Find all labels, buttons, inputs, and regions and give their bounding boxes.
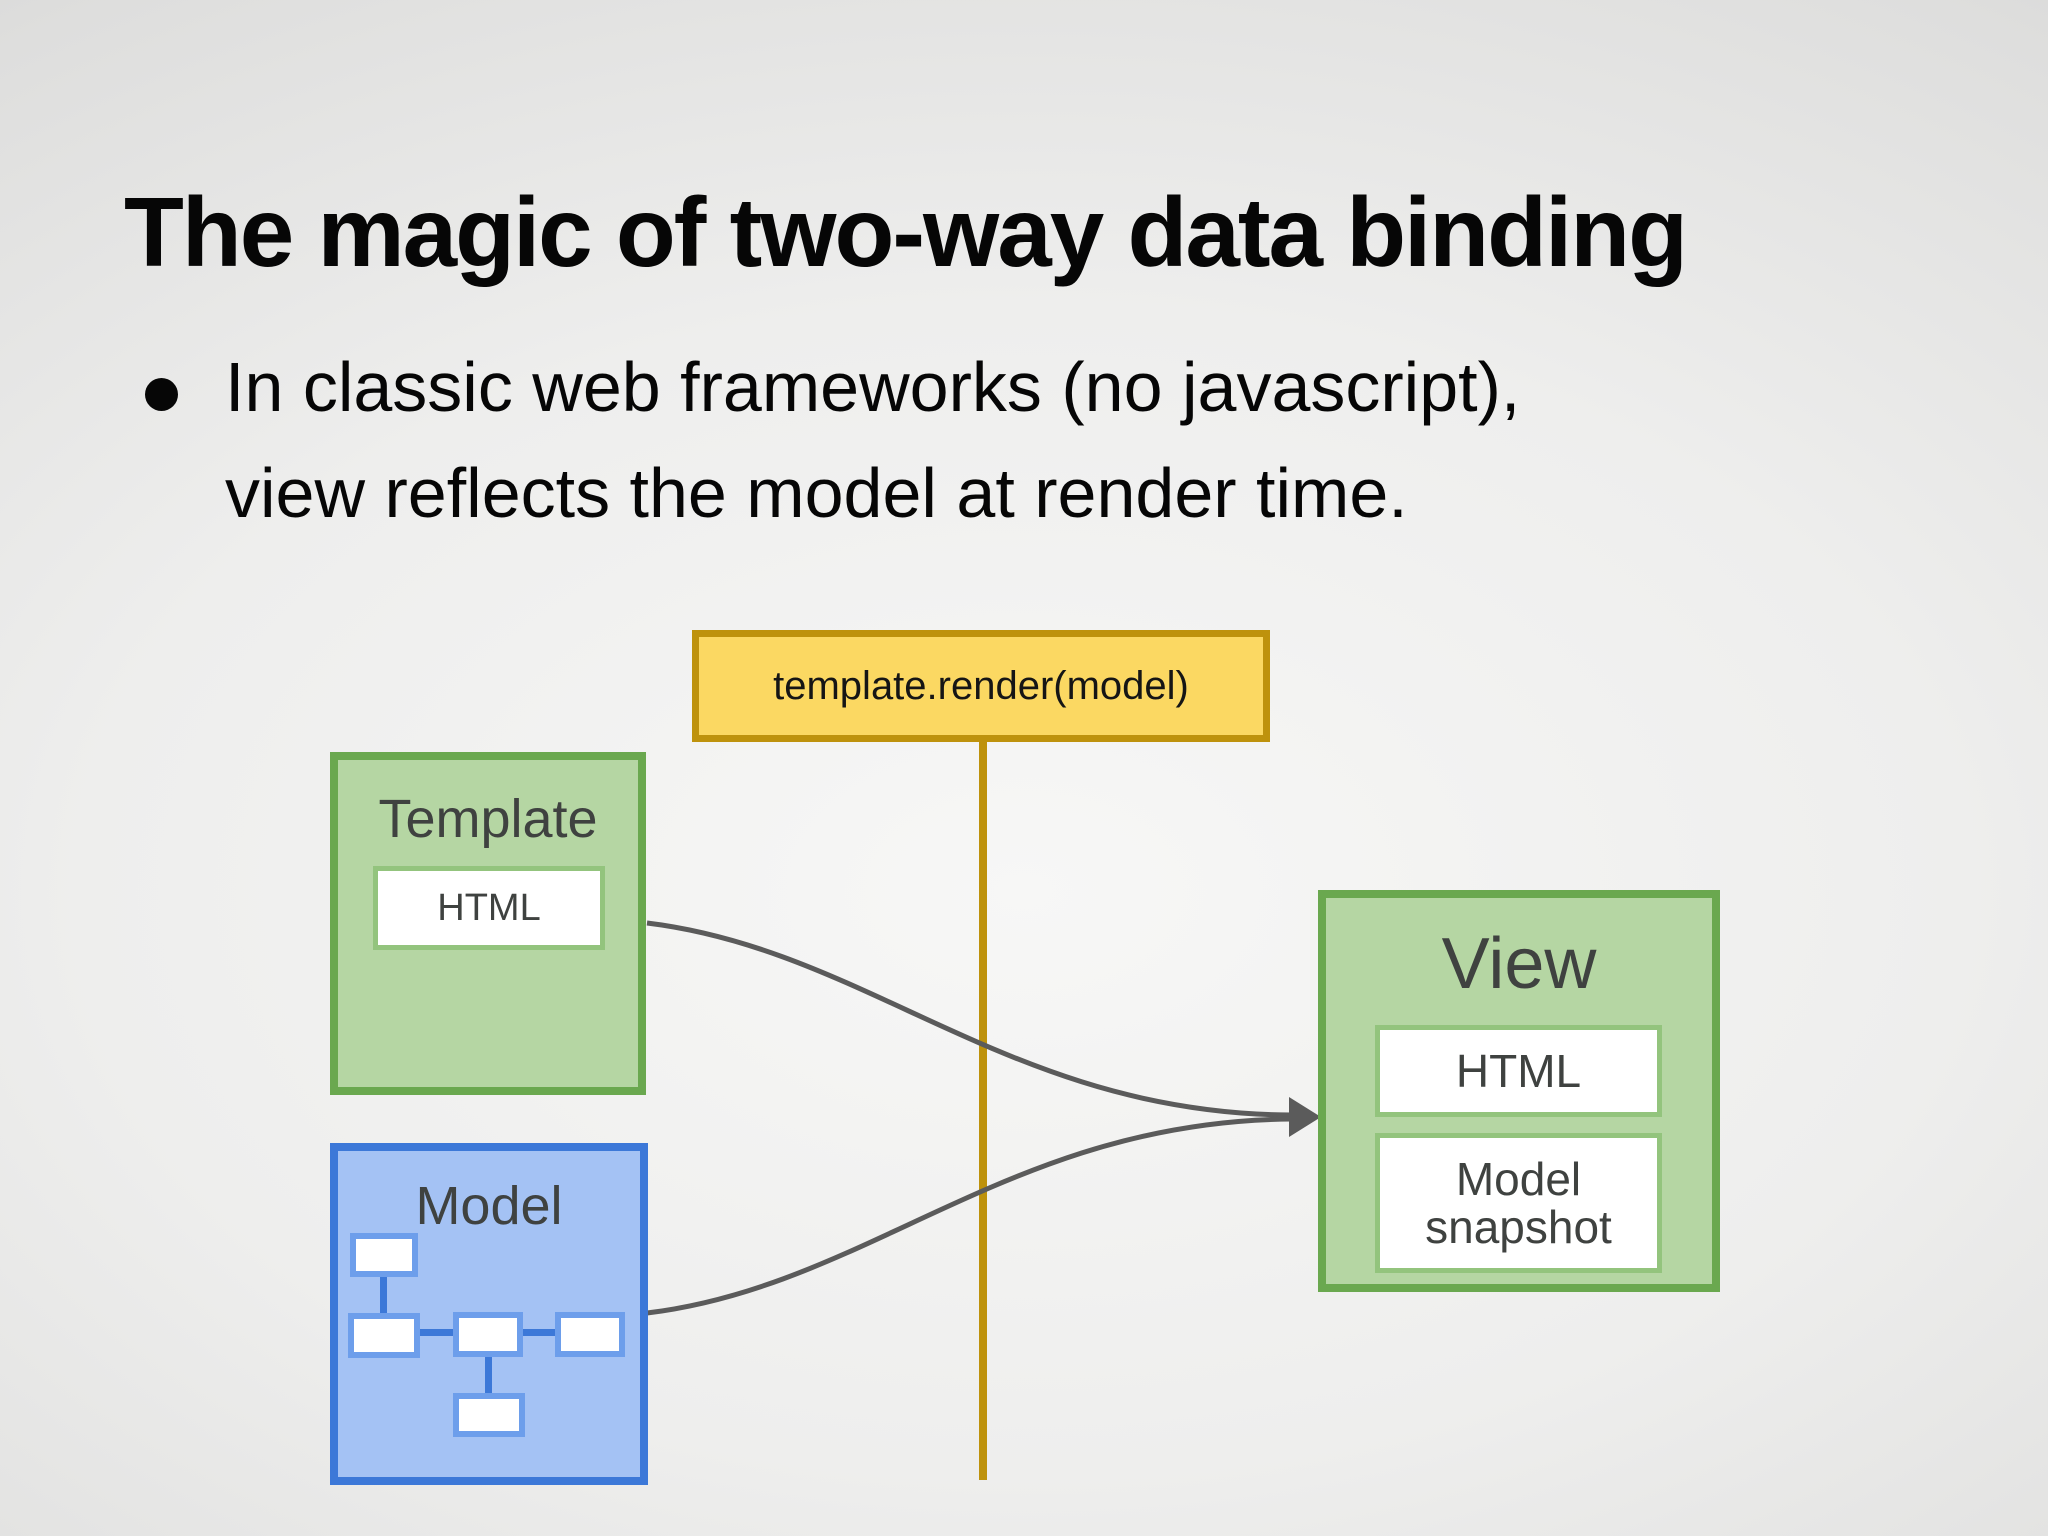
- model-node: [348, 1313, 420, 1358]
- render-call-connector: [979, 740, 987, 1480]
- view-model-snapshot-label: Model snapshot: [1425, 1152, 1612, 1253]
- bullet-line-2: view reflects the model at render time.: [225, 454, 1408, 532]
- model-tree-link: [418, 1329, 456, 1336]
- model-label: Model: [415, 1176, 563, 1236]
- template-label: Template: [378, 789, 598, 849]
- bullet-line-1: In classic web frameworks (no javascript…: [225, 348, 1521, 426]
- view-html-box: HTML: [1375, 1025, 1662, 1117]
- model-tree-link: [380, 1273, 387, 1315]
- model-node: [350, 1233, 418, 1277]
- slide-title: The magic of two-way data binding: [124, 177, 1688, 287]
- model-node: [453, 1312, 523, 1357]
- view-label: View: [1441, 924, 1597, 1004]
- model-node: [555, 1312, 625, 1357]
- bullet-icon: [145, 378, 178, 411]
- view-html-label: HTML: [1455, 1045, 1582, 1097]
- view-model-snapshot-box: Model snapshot: [1375, 1133, 1662, 1273]
- bullet-item: In classic web frameworks (no javascript…: [225, 334, 1520, 546]
- arrowhead-icon: [1289, 1097, 1321, 1137]
- model-tree-link: [485, 1355, 492, 1395]
- template-to-view-arrow: [646, 920, 1293, 1118]
- render-call-label: template.render(model): [773, 663, 1189, 708]
- template-html-label: HTML: [437, 886, 541, 929]
- template-html-box: HTML: [373, 866, 605, 950]
- render-call-box: template.render(model): [692, 630, 1270, 742]
- model-tree-link: [521, 1329, 558, 1336]
- model-to-view-arrow: [646, 1116, 1293, 1316]
- model-node: [453, 1393, 525, 1437]
